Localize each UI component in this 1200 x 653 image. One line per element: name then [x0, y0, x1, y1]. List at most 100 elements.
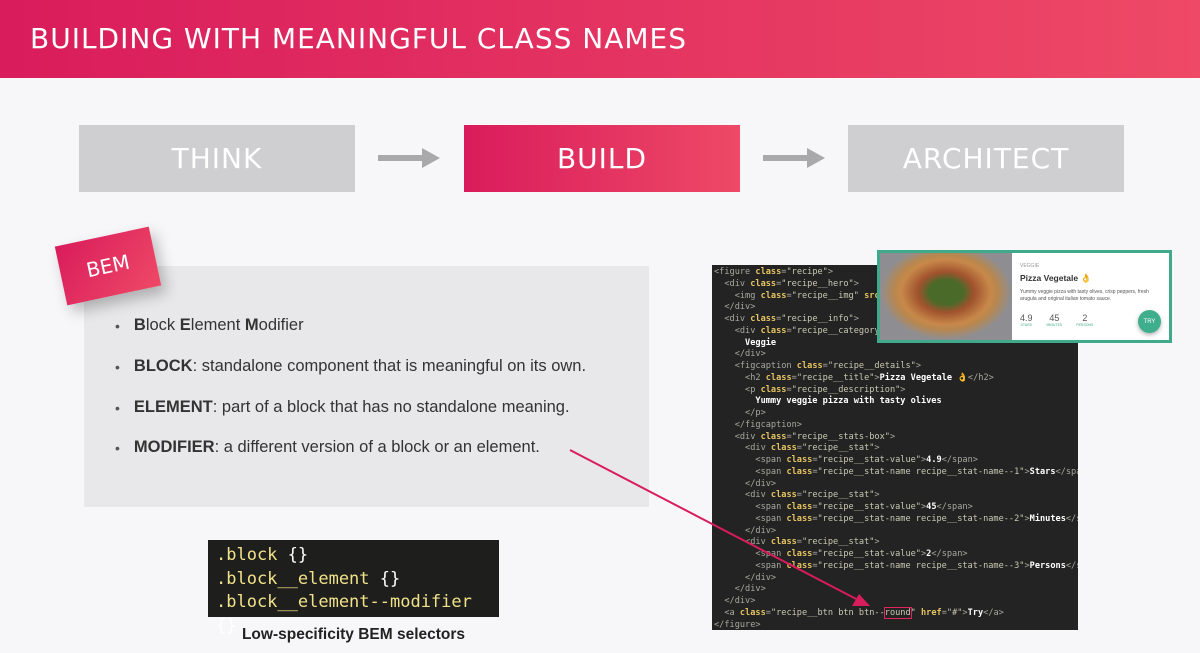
code-token: class [765, 372, 792, 383]
code-token: <span [714, 560, 787, 571]
code-token: = [812, 466, 818, 477]
code-token: "recipe__btn btn btn-- [770, 607, 885, 618]
code-token: = [796, 490, 802, 501]
arrow-right-icon [763, 148, 825, 168]
code-token: </span> [936, 502, 973, 512]
code-token: > [915, 361, 922, 371]
code-token: <div [714, 314, 751, 324]
code-line: <div class="recipe__stat"> [714, 537, 1078, 549]
code-token: 2 [926, 549, 932, 559]
code-line: <h2 class="recipe__title">Pizza Vegetale… [714, 373, 1078, 385]
bullet-text: BLOCK: standalone component that is mean… [134, 357, 586, 376]
code-token: > [962, 607, 968, 618]
code-line: <div class="recipe__stats-box"> [714, 432, 1078, 444]
step-think: THINK [79, 125, 355, 192]
code-token: > [874, 537, 880, 548]
code-token: class [760, 290, 787, 301]
code-token: <div [714, 278, 751, 289]
braces: {} [216, 615, 237, 636]
braces: {} [277, 545, 309, 565]
code-token: "recipe__details" [827, 361, 916, 371]
code-token: class [755, 267, 782, 277]
code-token: = [822, 361, 828, 371]
code-token: "recipe__stat-value" [817, 502, 921, 512]
step-architect: ARCHITECT [848, 125, 1124, 192]
highlighted-modifier: round [883, 606, 912, 619]
bullet-text-part: : part of a block that has no standalone… [212, 398, 570, 416]
code-line: <figcaption class="recipe__details"> [714, 361, 1078, 373]
recipe-title: Pizza Vegetale 👌 [1020, 273, 1092, 283]
code-line: </div> [714, 596, 1078, 608]
bullet-text-part: lement [190, 316, 245, 334]
code-token: </div> [714, 596, 756, 606]
selector: .block [216, 545, 278, 565]
code-token: <span [714, 502, 787, 512]
code-line: <div class="recipe__stat"> [714, 443, 1078, 455]
code-token: > [1024, 560, 1030, 571]
code-token: "recipe__hero" [781, 278, 854, 289]
code-token: = [812, 502, 818, 512]
code-token: class [770, 537, 797, 548]
recipe-stat: 2Persons [1076, 313, 1093, 327]
code-token: </div> [714, 302, 756, 313]
code-token: > [920, 502, 927, 512]
bullet-dot-icon: • [115, 358, 120, 375]
code-line: </div> [714, 526, 1078, 538]
code-token: <figcaption [714, 361, 797, 371]
code-token: </a> [983, 607, 1004, 618]
code-token: "recipe__stat-name recipe__stat-name--3" [817, 560, 1025, 571]
code-token: <div [714, 490, 771, 501]
code-token: = [786, 290, 792, 301]
braces: {} [369, 568, 401, 589]
code-token: "recipe__img" [791, 290, 865, 301]
code-token: class [760, 325, 787, 336]
code-line: <span class="recipe__stat-name recipe__s… [714, 514, 1078, 526]
code-token: = [765, 607, 771, 618]
code-line: <div class="recipe__stat"> [714, 490, 1078, 502]
bullet-text-part: E [179, 316, 191, 334]
code-token: class [739, 607, 766, 618]
code-token: </div> [714, 478, 777, 489]
code-token: = [812, 455, 818, 465]
code-token: <span [714, 466, 787, 477]
snippet-caption: Low-specificity BEM selectors [241, 626, 466, 643]
code-line: </div> [714, 584, 1078, 596]
code-token: class [786, 513, 813, 524]
code-line: <figure class="recipe"> [714, 267, 1078, 279]
code-token: </div> [714, 349, 766, 360]
code-token: 4.9 [926, 455, 942, 465]
stat-name: Minutes [1046, 323, 1063, 327]
code-line: </figure> [714, 620, 1078, 631]
code-token: <div [714, 443, 771, 454]
code-token: </div> [714, 525, 777, 536]
code-token: "recipe" [786, 267, 828, 277]
bullet-item: •MODIFIER: a different version of a bloc… [115, 438, 540, 457]
bullet-dot-icon: • [115, 399, 120, 416]
code-token: href [921, 607, 942, 618]
code-token: = [776, 314, 782, 324]
code-token: 45 [926, 502, 937, 512]
code-line: <p class="recipe__description"> [714, 385, 1078, 397]
code-line: <span class="recipe__stat-name recipe__s… [714, 561, 1078, 573]
code-token: > [920, 549, 927, 559]
code-token: <span [714, 513, 787, 524]
code-line: </figcaption> [714, 420, 1078, 432]
code-token: Try [967, 607, 984, 618]
code-token: = [781, 267, 787, 277]
stat-value: 45 [1049, 313, 1060, 323]
code-token: </span> [1055, 466, 1078, 477]
code-token: "recipe__stat" [801, 490, 875, 501]
bullet-text: ELEMENT: part of a block that has no sta… [134, 398, 570, 417]
try-button[interactable]: TRY [1138, 310, 1161, 333]
code-token: = [786, 384, 792, 395]
code-token: "recipe__stat" [801, 537, 875, 548]
bullet-text-part: M [244, 316, 259, 334]
code-token: = [941, 607, 947, 618]
recipe-stat: 45Minutes [1047, 313, 1063, 327]
code-token: Persons [1029, 560, 1066, 571]
code-token: <div [714, 431, 761, 442]
recipe-card: Veggie Pizza Vegetale 👌 Yummy veggie piz… [877, 250, 1172, 343]
code-token: </div> [714, 572, 777, 583]
bullet-item: • ELEMENT: part of a block that has no st… [115, 398, 570, 417]
code-token: </figcaption> [714, 419, 802, 430]
